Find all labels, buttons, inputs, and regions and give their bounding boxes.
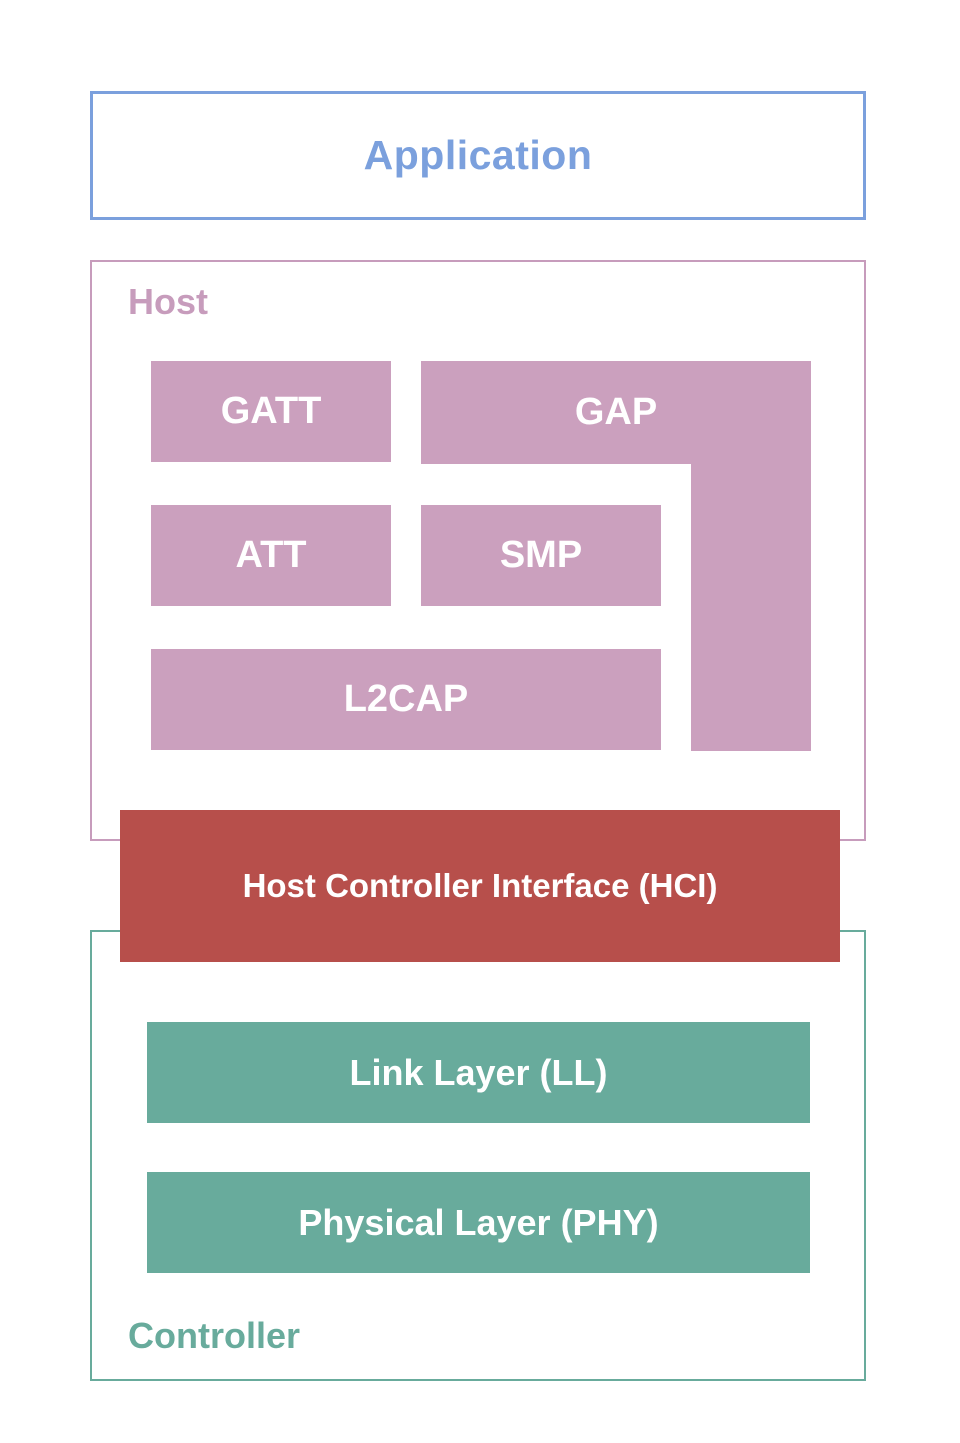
att-block: ATT <box>151 505 391 606</box>
controller-title-label: Controller <box>128 1315 301 1356</box>
physical-layer-block: Physical Layer (PHY) <box>147 1172 810 1273</box>
link-layer-block: Link Layer (LL) <box>147 1022 810 1123</box>
controller-container-box <box>90 930 866 1381</box>
gap-block-label: GAP <box>574 391 658 433</box>
hci-block: Host Controller Interface (HCI) <box>120 810 840 962</box>
application-layer-box: Application <box>90 91 866 220</box>
gatt-block: GATT <box>151 361 391 462</box>
application-label: Application <box>363 132 593 178</box>
host-title-label: Host <box>128 281 208 322</box>
l2cap-block: L2CAP <box>151 649 661 750</box>
smp-block: SMP <box>421 505 661 606</box>
